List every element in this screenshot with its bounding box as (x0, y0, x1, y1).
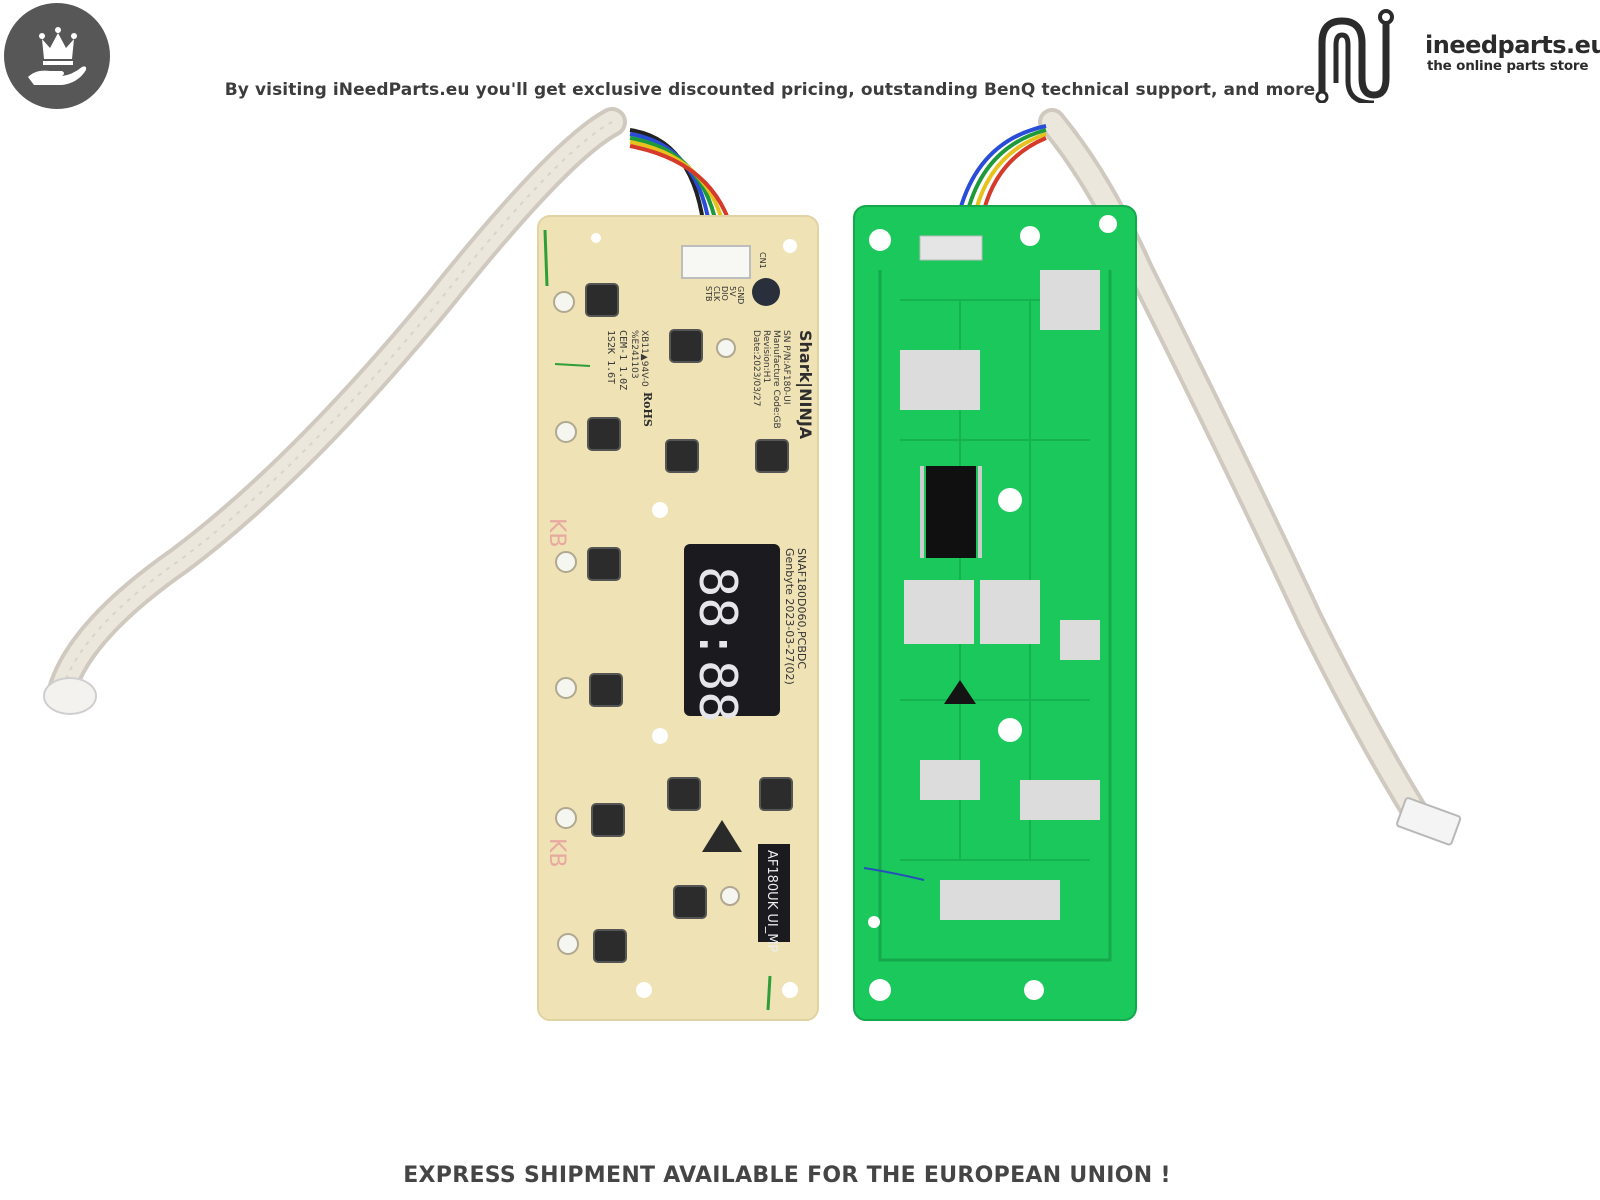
front-pcb-code: SNAF180D060,PCBDC (795, 548, 808, 669)
front-date: Date:2023/03/27 (751, 330, 761, 406)
ineedparts-logo[interactable]: ineedparts.eu the online parts store (1315, 3, 1600, 103)
connector-pin-dio: DIO (720, 286, 729, 301)
crown-hand-badge-icon (4, 3, 110, 109)
svg-text:KB: KB (544, 838, 569, 868)
front-manufacture-code: Manufacture Code:GB (771, 330, 781, 429)
back-esd-warning-icon (944, 680, 976, 704)
logo-name: ineedparts.eu (1425, 31, 1600, 59)
front-brand-label: Shark|NINJA (795, 330, 815, 440)
front-cert-2: %E241103 (629, 330, 639, 379)
promo-tagline: By visiting iNeedParts.eu you'll get exc… (224, 80, 1316, 100)
front-rohs-mark: RoHS (641, 392, 654, 427)
front-display-digits: 88:88 (687, 566, 747, 723)
front-pcb-maker: Genbyte 2023-03-27(02) (783, 548, 796, 685)
front-connector-pins: GND 5V DIO CLK STB CN1 (704, 252, 767, 304)
crown-icon (28, 27, 87, 85)
front-cert-3: CEM-1 1.0Z (617, 330, 628, 390)
svg-text:KB: KB (544, 518, 569, 548)
front-model-label: AF180UK UI_MP (764, 850, 779, 952)
front-cert-4: 1S2K 1.6T (605, 330, 616, 384)
connector-pin-stb: STB (704, 286, 713, 301)
connector-pin-gnd: GND (736, 286, 745, 304)
connector-pin-clk: CLK (712, 286, 721, 302)
logo-subtitle: the online parts store (1427, 58, 1589, 74)
shipping-notice: EXPRESS SHIPMENT AVAILABLE FOR THE EUROP… (403, 1163, 1171, 1188)
product-photo: Shark|NINJA SN P/N:AF180-UI Manufacture … (43, 107, 1462, 1021)
front-revision: Revision:H1 (761, 330, 771, 383)
right-wire-bundle (958, 124, 1047, 211)
connector-pin-5v: 5V (728, 286, 737, 297)
front-cert-1: XB11▲94V-0 (639, 330, 649, 387)
front-part-number: SN P/N:AF180-UI (781, 330, 791, 405)
back-pcb (853, 205, 1137, 1021)
front-pcb: Shark|NINJA SN P/N:AF180-UI Manufacture … (537, 215, 819, 1021)
connector-ref: CN1 (758, 252, 767, 269)
circuit-n-logo-icon (1315, 9, 1394, 103)
esd-warning-icon (702, 820, 742, 852)
